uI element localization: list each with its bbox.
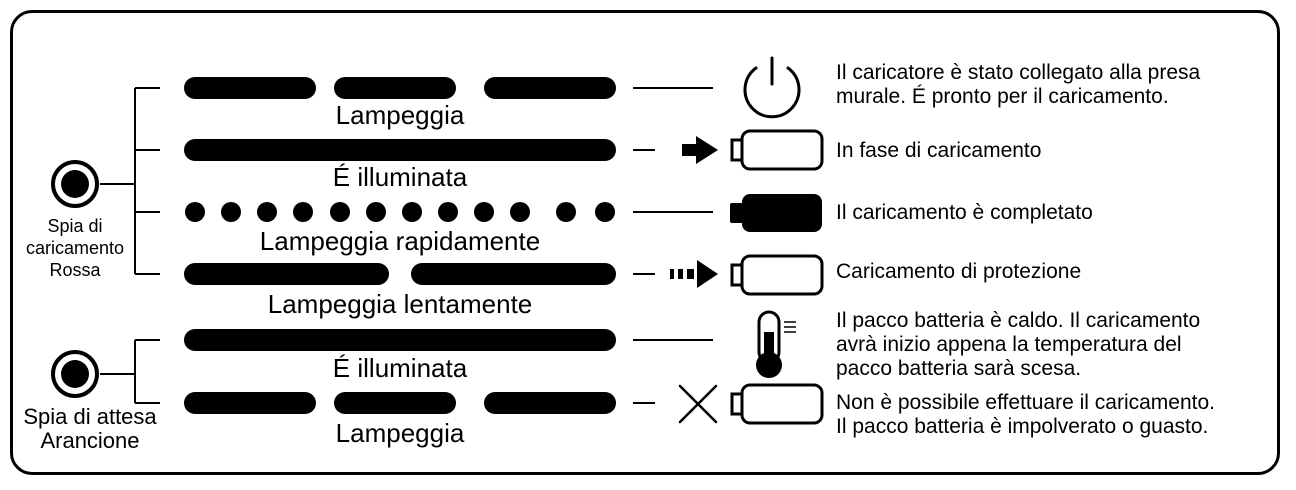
- red-lamp-label: Spia di caricamento Rossa: [25, 216, 125, 280]
- pattern-fast-blink: [185, 202, 615, 222]
- pattern-label-slow-blink: Lampeggia lentamente: [267, 289, 533, 319]
- battery-full-icon: [730, 194, 822, 232]
- diagram-frame: [10, 10, 1280, 475]
- pattern-label-lit-orange: É illuminata: [332, 353, 468, 383]
- thermometer-icon: [756, 310, 796, 378]
- arrow-battery-empty-icon: [682, 129, 824, 171]
- orange-lamp-icon: [51, 350, 99, 398]
- red-lamp-bracket: [100, 87, 160, 275]
- red-lamp-icon: [51, 160, 99, 208]
- pattern-label-blink: Lampeggia: [335, 100, 465, 130]
- pattern-label-blink-orange: Lampeggia: [335, 418, 465, 448]
- power-icon: [743, 56, 801, 119]
- cross-battery-empty-icon: [678, 383, 824, 425]
- orange-lamp-bracket: [100, 339, 160, 404]
- dashed-arrow-battery-empty-icon: [670, 254, 824, 296]
- description-row5: Il pacco batteria è caldo. Il caricament…: [836, 309, 1201, 380]
- description-row2: In fase di caricamento: [836, 139, 1042, 162]
- description-row1: Il caricatore è stato collegato alla pre…: [836, 61, 1201, 108]
- pattern-label-lit: É illuminata: [332, 162, 468, 192]
- orange-lamp-label: Spia di attesa Arancione: [23, 404, 157, 453]
- description-row6: Non è possibile effettuare il caricament…: [836, 391, 1215, 438]
- description-row4: Caricamento di protezione: [836, 260, 1082, 283]
- description-row3: Il caricamento è completato: [836, 201, 1093, 224]
- pattern-label-fast-blink: Lampeggia rapidamente: [259, 226, 541, 256]
